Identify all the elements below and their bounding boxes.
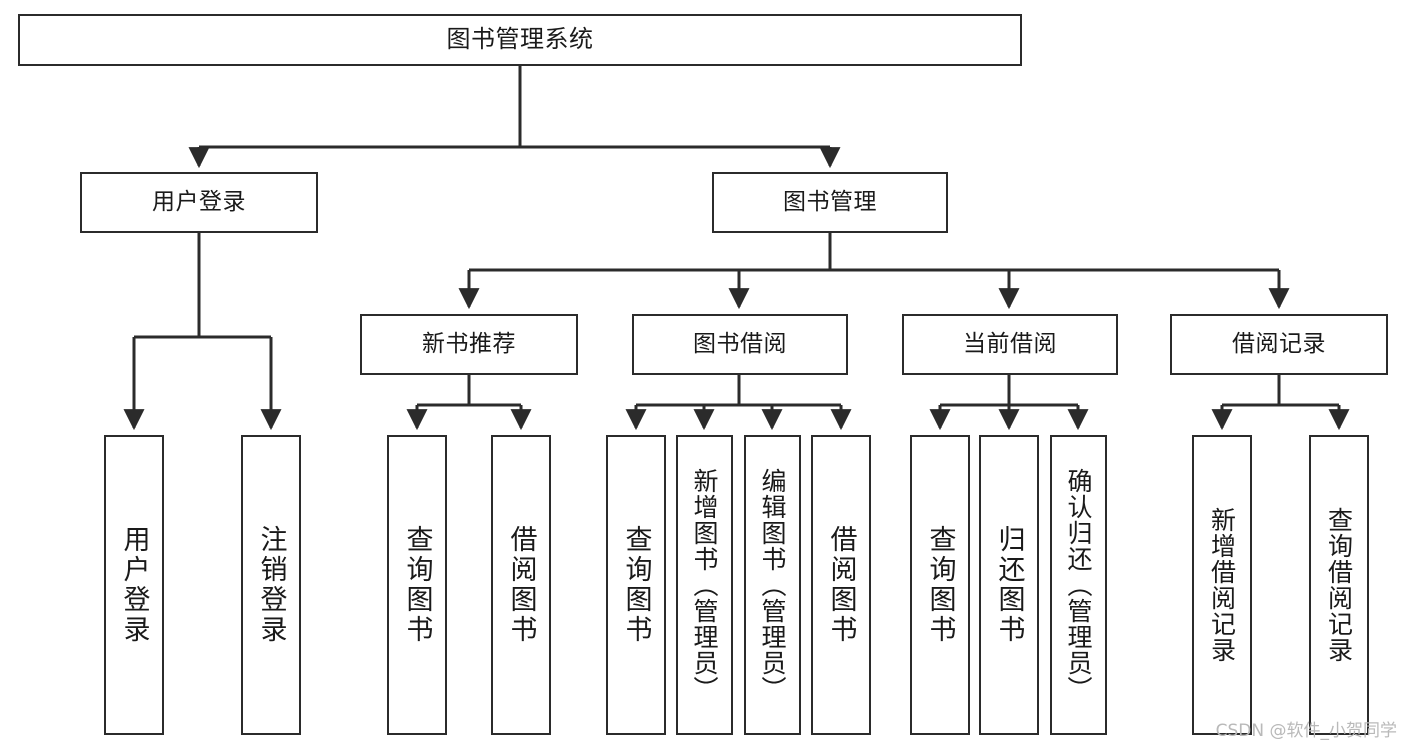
leaf-user-login-login[interactable]: 用户登录 [104, 435, 164, 735]
node-book-borrow[interactable]: 图书借阅 [632, 314, 848, 375]
node-label: 查询图书 [620, 525, 652, 645]
node-user-login[interactable]: 用户登录 [80, 172, 318, 233]
node-new-book-recommend[interactable]: 新书推荐 [360, 314, 578, 375]
node-label: 用户登录 [118, 525, 150, 645]
node-label: 用户登录 [152, 189, 246, 216]
node-label: 图书管理系统 [446, 25, 594, 54]
node-label: 注销登录 [255, 525, 287, 645]
leaf-book-borrow-add-book-admin[interactable]: 新增图书（管理员） [676, 435, 733, 735]
csdn-watermark: CSDN @软件_小贺同学 [1215, 721, 1397, 741]
node-root-book-management-system[interactable]: 图书管理系统 [18, 14, 1022, 66]
node-label: 归还图书 [993, 525, 1025, 645]
node-label: 图书借阅 [693, 331, 787, 358]
leaf-current-borrow-return-books[interactable]: 归还图书 [979, 435, 1039, 735]
node-label: 图书管理 [783, 189, 877, 216]
node-label: 编辑图书（管理员） [758, 468, 787, 702]
node-label: 新增图书（管理员） [690, 468, 719, 702]
node-book-management[interactable]: 图书管理 [712, 172, 948, 233]
node-current-borrow[interactable]: 当前借阅 [902, 314, 1118, 375]
leaf-current-borrow-confirm-return-admin[interactable]: 确认归还（管理员） [1050, 435, 1107, 735]
leaf-borrow-record-query-record[interactable]: 查询借阅记录 [1309, 435, 1369, 735]
node-label: 新书推荐 [422, 331, 516, 358]
leaf-book-borrow-query-books[interactable]: 查询图书 [606, 435, 666, 735]
leaf-current-borrow-query-books[interactable]: 查询图书 [910, 435, 970, 735]
node-label: 借阅记录 [1232, 331, 1326, 358]
leaf-user-login-logout[interactable]: 注销登录 [241, 435, 301, 735]
leaf-book-borrow-borrow-books[interactable]: 借阅图书 [811, 435, 871, 735]
leaf-borrow-record-add-record[interactable]: 新增借阅记录 [1192, 435, 1252, 735]
leaf-new-book-query-books[interactable]: 查询图书 [387, 435, 447, 735]
node-label: 查询图书 [924, 525, 956, 645]
node-label: 确认归还（管理员） [1064, 468, 1093, 702]
node-borrow-record[interactable]: 借阅记录 [1170, 314, 1388, 375]
node-label: 查询借阅记录 [1324, 507, 1354, 663]
node-label: 借阅图书 [505, 525, 537, 645]
node-label: 当前借阅 [963, 331, 1057, 358]
leaf-book-borrow-edit-book-admin[interactable]: 编辑图书（管理员） [744, 435, 801, 735]
node-label: 新增借阅记录 [1207, 507, 1237, 663]
node-label: 借阅图书 [825, 525, 857, 645]
node-label: 查询图书 [401, 525, 433, 645]
leaf-new-book-borrow-books[interactable]: 借阅图书 [491, 435, 551, 735]
